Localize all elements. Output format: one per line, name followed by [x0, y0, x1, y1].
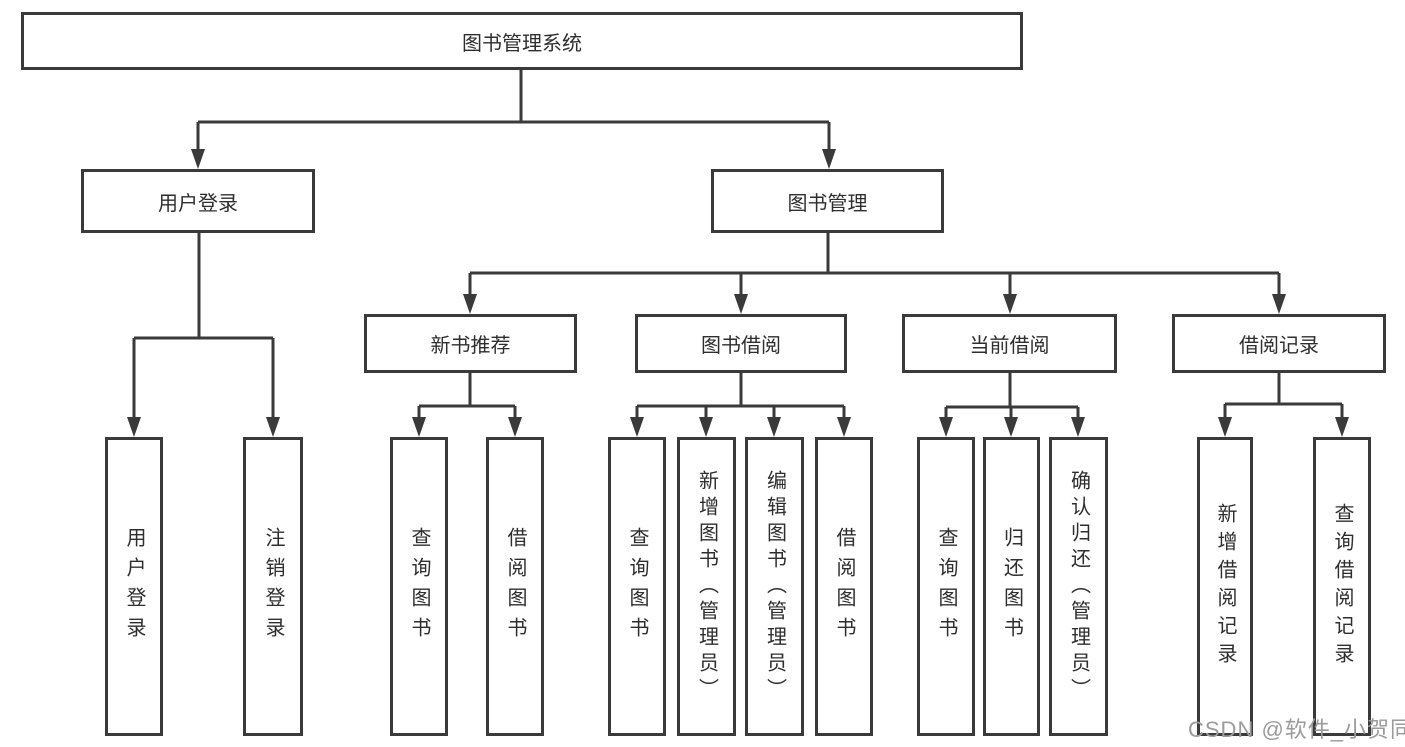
leaf-query-borrow-record-label: 查询借阅记录	[1331, 502, 1353, 671]
arrowheads	[127, 149, 1349, 437]
leaf-confirm-return-admin-label: 确认归还（管理员）	[1067, 469, 1090, 704]
leaf-borrow-books-label: 借阅图书	[833, 526, 855, 647]
leaf-borrow-books: 借阅图书	[815, 437, 873, 736]
leaf-add-book-admin-label: 新增图书（管理员）	[695, 469, 718, 704]
leaf-return-book: 归还图书	[983, 437, 1040, 736]
leaf-query-books-borrow: 查询图书	[608, 437, 666, 736]
leaf-add-borrow-record-label: 新增借阅记录	[1214, 502, 1236, 671]
leaf-borrow-books-recommend-label: 借阅图书	[504, 526, 526, 647]
leaf-add-borrow-record: 新增借阅记录	[1197, 437, 1253, 736]
node-user-login: 用户登录	[81, 169, 315, 233]
node-book-borrow: 图书借阅	[635, 314, 847, 373]
leaf-query-books-recommend: 查询图书	[390, 437, 448, 736]
leaf-query-books-borrow-label: 查询图书	[626, 526, 648, 647]
leaf-add-book-admin: 新增图书（管理员）	[677, 437, 736, 736]
node-borrow-records: 借阅记录	[1172, 314, 1386, 373]
node-book-management: 图书管理	[711, 169, 944, 233]
leaf-query-books-current-label: 查询图书	[935, 526, 957, 647]
leaf-confirm-return-admin: 确认归还（管理员）	[1049, 437, 1108, 736]
leaf-edit-book-admin-label: 编辑图书（管理员）	[763, 469, 786, 704]
leaf-query-books-current: 查询图书	[917, 437, 975, 736]
leaf-logout-label: 注销登录	[262, 526, 284, 647]
node-current-borrow: 当前借阅	[902, 314, 1117, 373]
leaf-user-login-label: 用户登录	[123, 526, 145, 647]
node-new-book-recommend: 新书推荐	[364, 314, 577, 373]
leaf-borrow-books-recommend: 借阅图书	[486, 437, 544, 736]
leaf-return-book-label: 归还图书	[1000, 526, 1023, 647]
leaf-edit-book-admin: 编辑图书（管理员）	[745, 437, 804, 736]
leaf-query-books-recommend-label: 查询图书	[408, 526, 430, 647]
leaf-user-login: 用户登录	[105, 437, 163, 736]
leaf-query-borrow-record: 查询借阅记录	[1313, 437, 1371, 736]
node-library-management-system: 图书管理系统	[21, 12, 1023, 70]
watermark: CSDN @软件_小贺同学	[1188, 717, 1405, 742]
leaf-logout: 注销登录	[243, 437, 303, 736]
